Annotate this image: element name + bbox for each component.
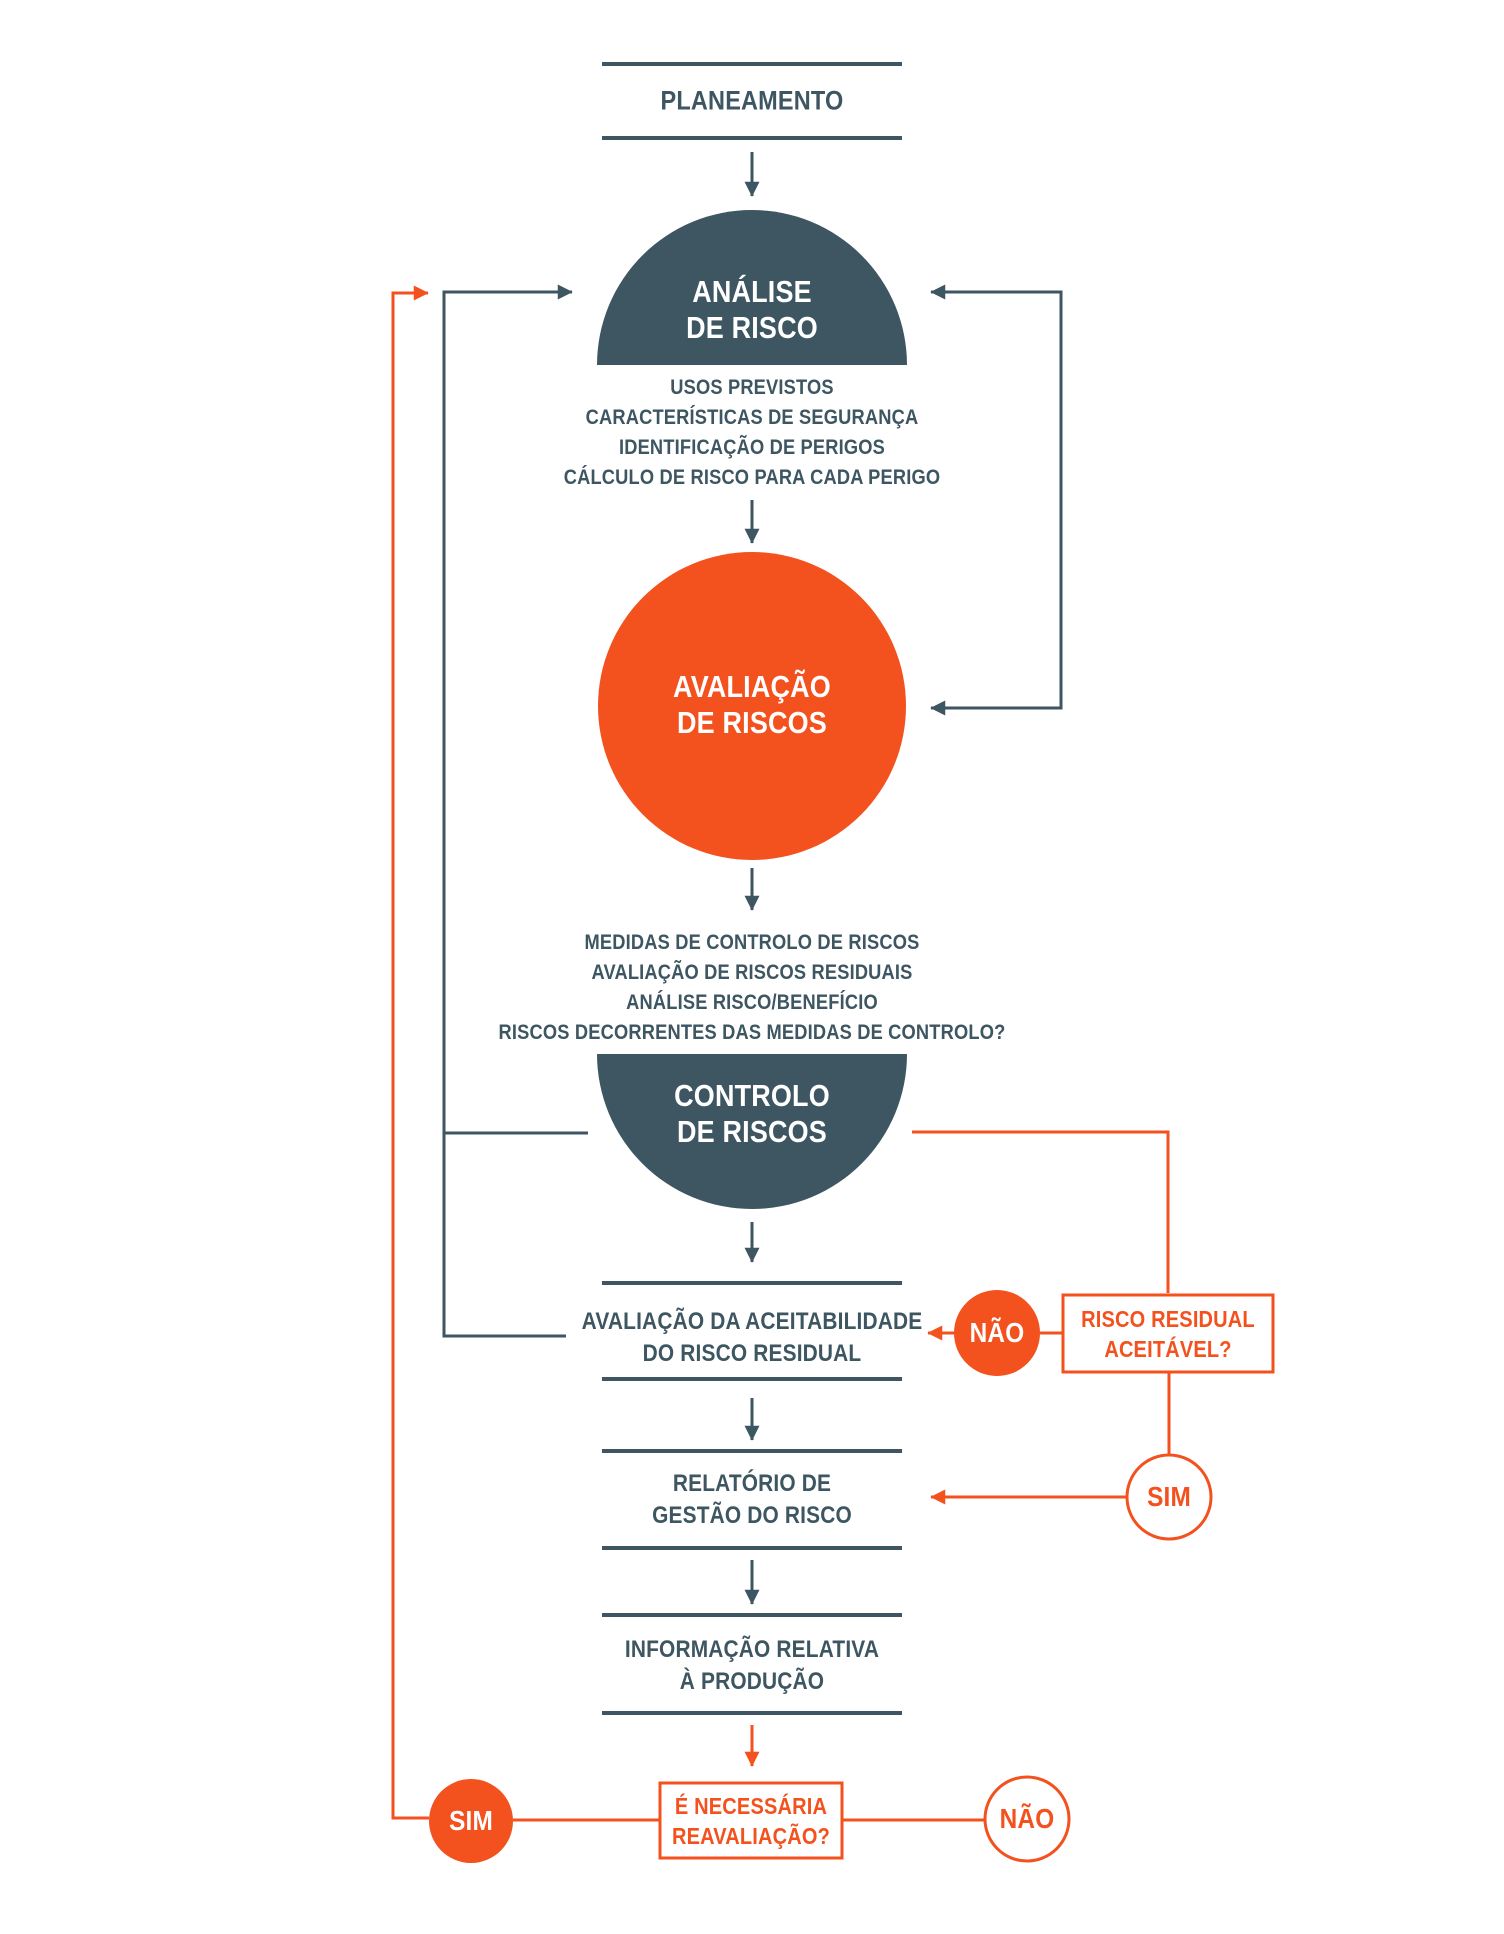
risco-residual-label: RISCO RESIDUAL ACEITÁVEL?: [1081, 1304, 1255, 1364]
nao-reavaliacao-circle: [983, 1775, 1071, 1863]
planeamento-label: PLANEAMENTO: [660, 85, 844, 116]
informacao-line1: INFORMAÇÃO RELATIVA: [624, 1636, 880, 1663]
informacao-label: INFORMAÇÃO RELATIVA À PRODUÇÃO: [625, 1634, 879, 1698]
analise-de-risco-label: ANÁLISE DE RISCO: [686, 274, 818, 346]
reavaliacao-line1: É NECESSÁRIA: [674, 1793, 828, 1819]
avaliacao-line1: AVALIAÇÃO: [673, 669, 831, 704]
risco-residual-box: [1061, 1293, 1275, 1374]
analise-de-risco-node: [597, 210, 907, 365]
analise-line2: DE RISCO: [686, 310, 818, 345]
analise-items-list: USOS PREVISTOS CARACTERÍSTICAS DE SEGURA…: [564, 373, 941, 493]
bracket-to-analise: [930, 284, 1063, 500]
feedback-rail-dark: [442, 284, 573, 1338]
relatorio-line1: RELATÓRIO DE: [672, 1470, 832, 1497]
aceitabilidade-label: AVALIAÇÃO DA ACEITABILIDADE DO RISCO RES…: [582, 1306, 923, 1370]
risco-residual-line1: RISCO RESIDUAL: [1081, 1306, 1255, 1332]
analise-item-3: IDENTIFICAÇÃO DE PERIGOS: [618, 436, 886, 459]
analise-line1: ANÁLISE: [692, 274, 812, 309]
risco-residual-line2: ACEITÁVEL?: [1104, 1336, 1232, 1362]
analise-item-1: USOS PREVISTOS: [670, 376, 834, 399]
aceitabilidade-line2: DO RISCO RESIDUAL: [642, 1340, 862, 1367]
relatorio-label: RELATÓRIO DE GESTÃO DO RISCO: [652, 1468, 852, 1532]
analise-item-2: CARACTERÍSTICAS DE SEGURANÇA: [585, 406, 919, 429]
bracket-to-avaliacao: [930, 500, 1063, 716]
informacao-line2: À PRODUÇÃO: [679, 1668, 825, 1695]
relatorio-line2: GESTÃO DO RISCO: [652, 1502, 852, 1529]
sim-reavaliacao-circle: [429, 1779, 513, 1863]
controlo-de-riscos-node: [597, 1054, 907, 1209]
nao-decision-label: NÃO: [969, 1317, 1025, 1348]
controlo-item-3: ANÁLISE RISCO/BENEFÍCIO: [626, 991, 878, 1014]
controlo-line1: CONTROLO: [674, 1078, 830, 1113]
avaliacao-de-riscos-label: AVALIAÇÃO DE RISCOS: [673, 669, 831, 741]
controlo-item-4: RISCOS DECORRENTES DAS MEDIDAS DE CONTRO…: [498, 1021, 1006, 1044]
reavaliacao-box: [658, 1781, 844, 1860]
controlo-items-list: MEDIDAS DE CONTROLO DE RISCOS AVALIAÇÃO …: [499, 928, 1006, 1048]
feedback-rail-orange: [391, 285, 429, 1820]
sim-reavaliacao-label: SIM: [449, 1805, 493, 1836]
sim-decision-label: SIM: [1147, 1481, 1191, 1512]
reavaliacao-line2: REAVALIAÇÃO?: [671, 1823, 831, 1849]
controlo-line2: DE RISCOS: [677, 1114, 827, 1149]
aceitabilidade-line1: AVALIAÇÃO DA ACEITABILIDADE: [581, 1308, 923, 1335]
reavaliacao-label: É NECESSÁRIA REAVALIAÇÃO?: [672, 1791, 830, 1851]
controlo-item-1: MEDIDAS DE CONTROLO DE RISCOS: [584, 931, 920, 954]
controlo-de-riscos-label: CONTROLO DE RISCOS: [674, 1078, 830, 1150]
nao-reavaliacao-label: NÃO: [999, 1803, 1055, 1834]
controlo-to-decision-rail: [912, 1130, 1170, 1293]
avaliacao-line2: DE RISCOS: [677, 705, 827, 740]
analise-item-4: CÁLCULO DE RISCO PARA CADA PERIGO: [563, 466, 941, 489]
nao-decision-circle: [954, 1290, 1040, 1376]
avaliacao-de-riscos-node: [598, 552, 906, 860]
controlo-item-2: AVALIAÇÃO DE RISCOS RESIDUAIS: [591, 961, 913, 984]
